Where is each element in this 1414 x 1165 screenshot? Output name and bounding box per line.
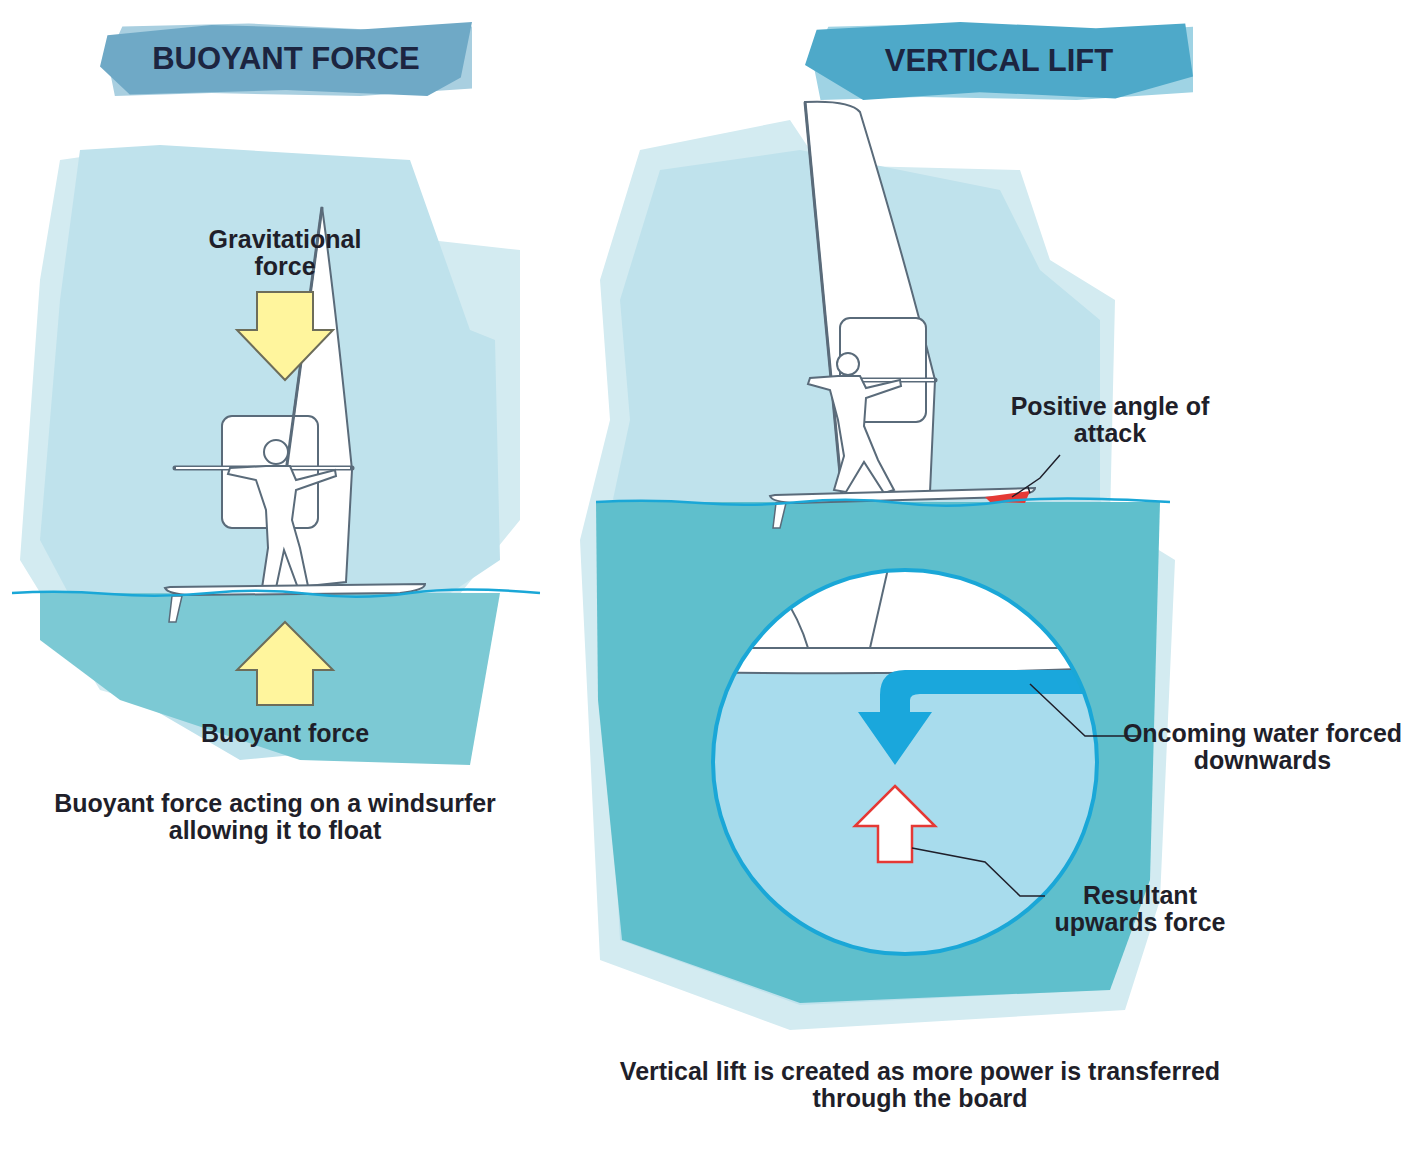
- banner-fill: [100, 22, 472, 96]
- zoom-circle-border: [713, 570, 1097, 954]
- panel-caption: Buoyant force acting on a windsurfer all…: [40, 790, 510, 844]
- leader-line: [1028, 487, 1030, 493]
- water-line: [596, 499, 1170, 506]
- buoyancy-arrow: [237, 622, 333, 705]
- fin: [773, 503, 786, 528]
- zoom-air: [700, 560, 1120, 652]
- water-flow-arrow: [858, 670, 1110, 765]
- title-banner: BUOYANT FORCE: [100, 22, 472, 96]
- zoom-content: [700, 560, 1120, 862]
- leader-line: [1012, 455, 1060, 497]
- force-label: Gravitational force: [190, 226, 380, 280]
- force-label: Buoyant force: [160, 720, 410, 747]
- fin: [169, 596, 182, 622]
- leader-line: [912, 848, 1045, 896]
- gravity-arrow: [237, 292, 333, 380]
- board-closeup: [700, 648, 1110, 673]
- windsurfer-figure: [808, 353, 901, 493]
- windsurfer-figure: [228, 440, 336, 588]
- mast: [805, 102, 842, 495]
- panel-title: VERTICAL LIFT: [885, 43, 1113, 79]
- callout-label: Resultant upwards force: [1030, 882, 1250, 936]
- water-line: [12, 590, 540, 597]
- sail: [805, 102, 935, 495]
- water-body: [40, 593, 500, 765]
- panel-caption: Vertical lift is created as more power i…: [590, 1058, 1250, 1112]
- title-banner: VERTICAL LIFT: [805, 22, 1193, 100]
- callout-label: Oncoming water forced downwards: [1115, 720, 1410, 774]
- panel-title: BUOYANT FORCE: [152, 41, 420, 77]
- callout-label: Positive angle of attack: [975, 393, 1245, 447]
- banner-fill: [805, 22, 1193, 100]
